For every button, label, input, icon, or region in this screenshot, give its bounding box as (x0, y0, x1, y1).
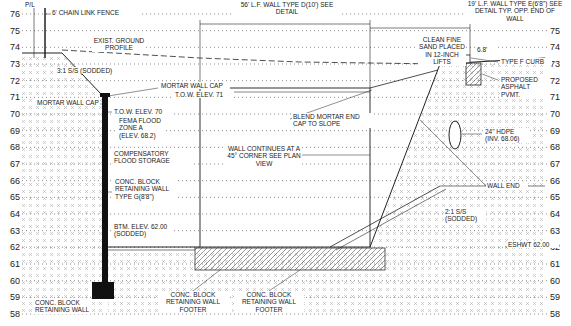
slope-line (330, 186, 440, 247)
callout-text: TYPE F CURB (500, 58, 552, 65)
callout-text: 2:1 S/S (SODDED) (444, 208, 486, 223)
elevation-number: 62 (3, 242, 20, 252)
elevation-number: 61 (550, 259, 567, 269)
callout-text: FEMA FLOOD ZONE A (ELEV. 68.2) (118, 117, 164, 139)
elevation-number: 72 (550, 76, 567, 86)
callout-text: CONC. BLOCK RETAINING WALL FOOTER (158, 291, 228, 313)
elevation-number: 65 (3, 192, 20, 202)
callout-text: MORTAR WALL CAP (160, 82, 230, 89)
elevation-number: 73 (550, 59, 567, 69)
wall-end-line (370, 64, 440, 247)
sod-line (108, 250, 195, 251)
callout-text: WALL CONTINUES AT A 45° CORNER SEE PLAN … (226, 145, 302, 167)
callout-text: WALL END (486, 182, 528, 189)
callout-text: CLEAN FINE SAND PLACED IN 12-INCH LIFTS (418, 36, 466, 66)
elevation-number: 72 (3, 76, 20, 86)
callout-text: 24" HDPE (INV. 68.06) (484, 128, 530, 143)
callout-text: COMPENSATORY FLOOD STORAGE (113, 150, 193, 165)
elevation-number: 74 (550, 42, 567, 52)
dimension-line (470, 24, 471, 55)
elevation-number: 71 (3, 92, 20, 102)
elevation-number: 65 (550, 192, 567, 202)
callout-text: 19' L.F. WALL TYPE E(6'8") SEE DETAIL TY… (466, 0, 564, 22)
dimension-line (200, 24, 370, 25)
callout-text: BLEND MORTAR END CAP TO SLOPE (292, 113, 372, 128)
elevation-number: 64 (550, 209, 567, 219)
callout-text: T.O.W. ELEV. 71 (174, 91, 234, 98)
elevation-number: 68 (550, 142, 567, 152)
fence-post (44, 8, 46, 58)
callout-text: CONC. BLOCK RETAINING WALL TYPE G(8'8") (114, 178, 176, 200)
wall-cap (100, 93, 110, 97)
elevation-number: 75 (550, 26, 567, 36)
callout-text: CONC. BLOCK RETAINING WALL FOOTER (234, 291, 304, 313)
callout-text: MORTAR WALL CAP (36, 99, 100, 106)
callout-text: PROPOSED ASPHALT PVMT. (500, 76, 548, 98)
elevation-number: 63 (550, 226, 567, 236)
retaining-wall (102, 96, 108, 282)
elevation-number: 66 (3, 176, 20, 186)
elevation-number: 61 (3, 259, 20, 269)
elevation-number: 69 (3, 126, 20, 136)
callout-text: CONC. BLOCK RETAINING WALL (34, 299, 92, 314)
slope-line (336, 189, 446, 250)
callout-text: T.O.W. ELEV. 70 (113, 108, 173, 115)
elevation-number: 68 (3, 142, 20, 152)
elevation-number: 63 (3, 226, 20, 236)
wall-footer (195, 248, 385, 270)
asphalt (466, 63, 481, 85)
elevation-number: 66 (550, 176, 567, 186)
elevation-number: 67 (550, 159, 567, 169)
elevation-number: 75 (3, 26, 20, 36)
elevation-number: 59 (3, 292, 20, 302)
existing-ground-profile (62, 50, 440, 64)
elevation-number: 58 (550, 309, 567, 319)
pipe (449, 121, 461, 149)
elevation-number: 58 (3, 309, 20, 319)
callout-text: ESHWT 62.00 (507, 241, 559, 248)
wall-outline (200, 88, 370, 247)
callout-text: 3:1 S/S (SODDED) (56, 67, 136, 74)
elevation-number: 70 (3, 109, 20, 119)
elevation-number: 71 (550, 92, 567, 102)
elevation-number: 70 (550, 109, 567, 119)
property-line (34, 3, 35, 58)
callout-text: BTM. ELEV. 62.00 (SODDED) (113, 223, 171, 238)
callout-text: EXIST. GROUND PROFILE (92, 37, 146, 52)
elevation-number: 60 (3, 276, 20, 286)
elevation-number: 69 (550, 126, 567, 136)
leader-lines (45, 14, 545, 300)
sod-line (108, 247, 200, 248)
elevation-number: 60 (550, 276, 567, 286)
grid-line (22, 30, 548, 31)
elevation-number: 64 (3, 209, 20, 219)
elevation-number: 67 (3, 159, 20, 169)
callout-text: P/L (24, 1, 44, 8)
elevation-number: 76 (3, 9, 20, 19)
dimension-line (370, 20, 371, 88)
callout-text: 6.8' (476, 46, 496, 53)
callout-text: 56' L.F. WALL TYPE D(10') SEE DETAIL (232, 1, 342, 16)
soil-hatch (22, 53, 102, 316)
callout-text: 6' CHAIN LINK FENCE (51, 9, 141, 16)
end-cap-line (370, 70, 438, 88)
elevation-number: 73 (3, 59, 20, 69)
elevation-number: 59 (550, 292, 567, 302)
elevation-number: 74 (3, 42, 20, 52)
dimension-line (200, 20, 201, 88)
dimension-line (370, 28, 470, 29)
